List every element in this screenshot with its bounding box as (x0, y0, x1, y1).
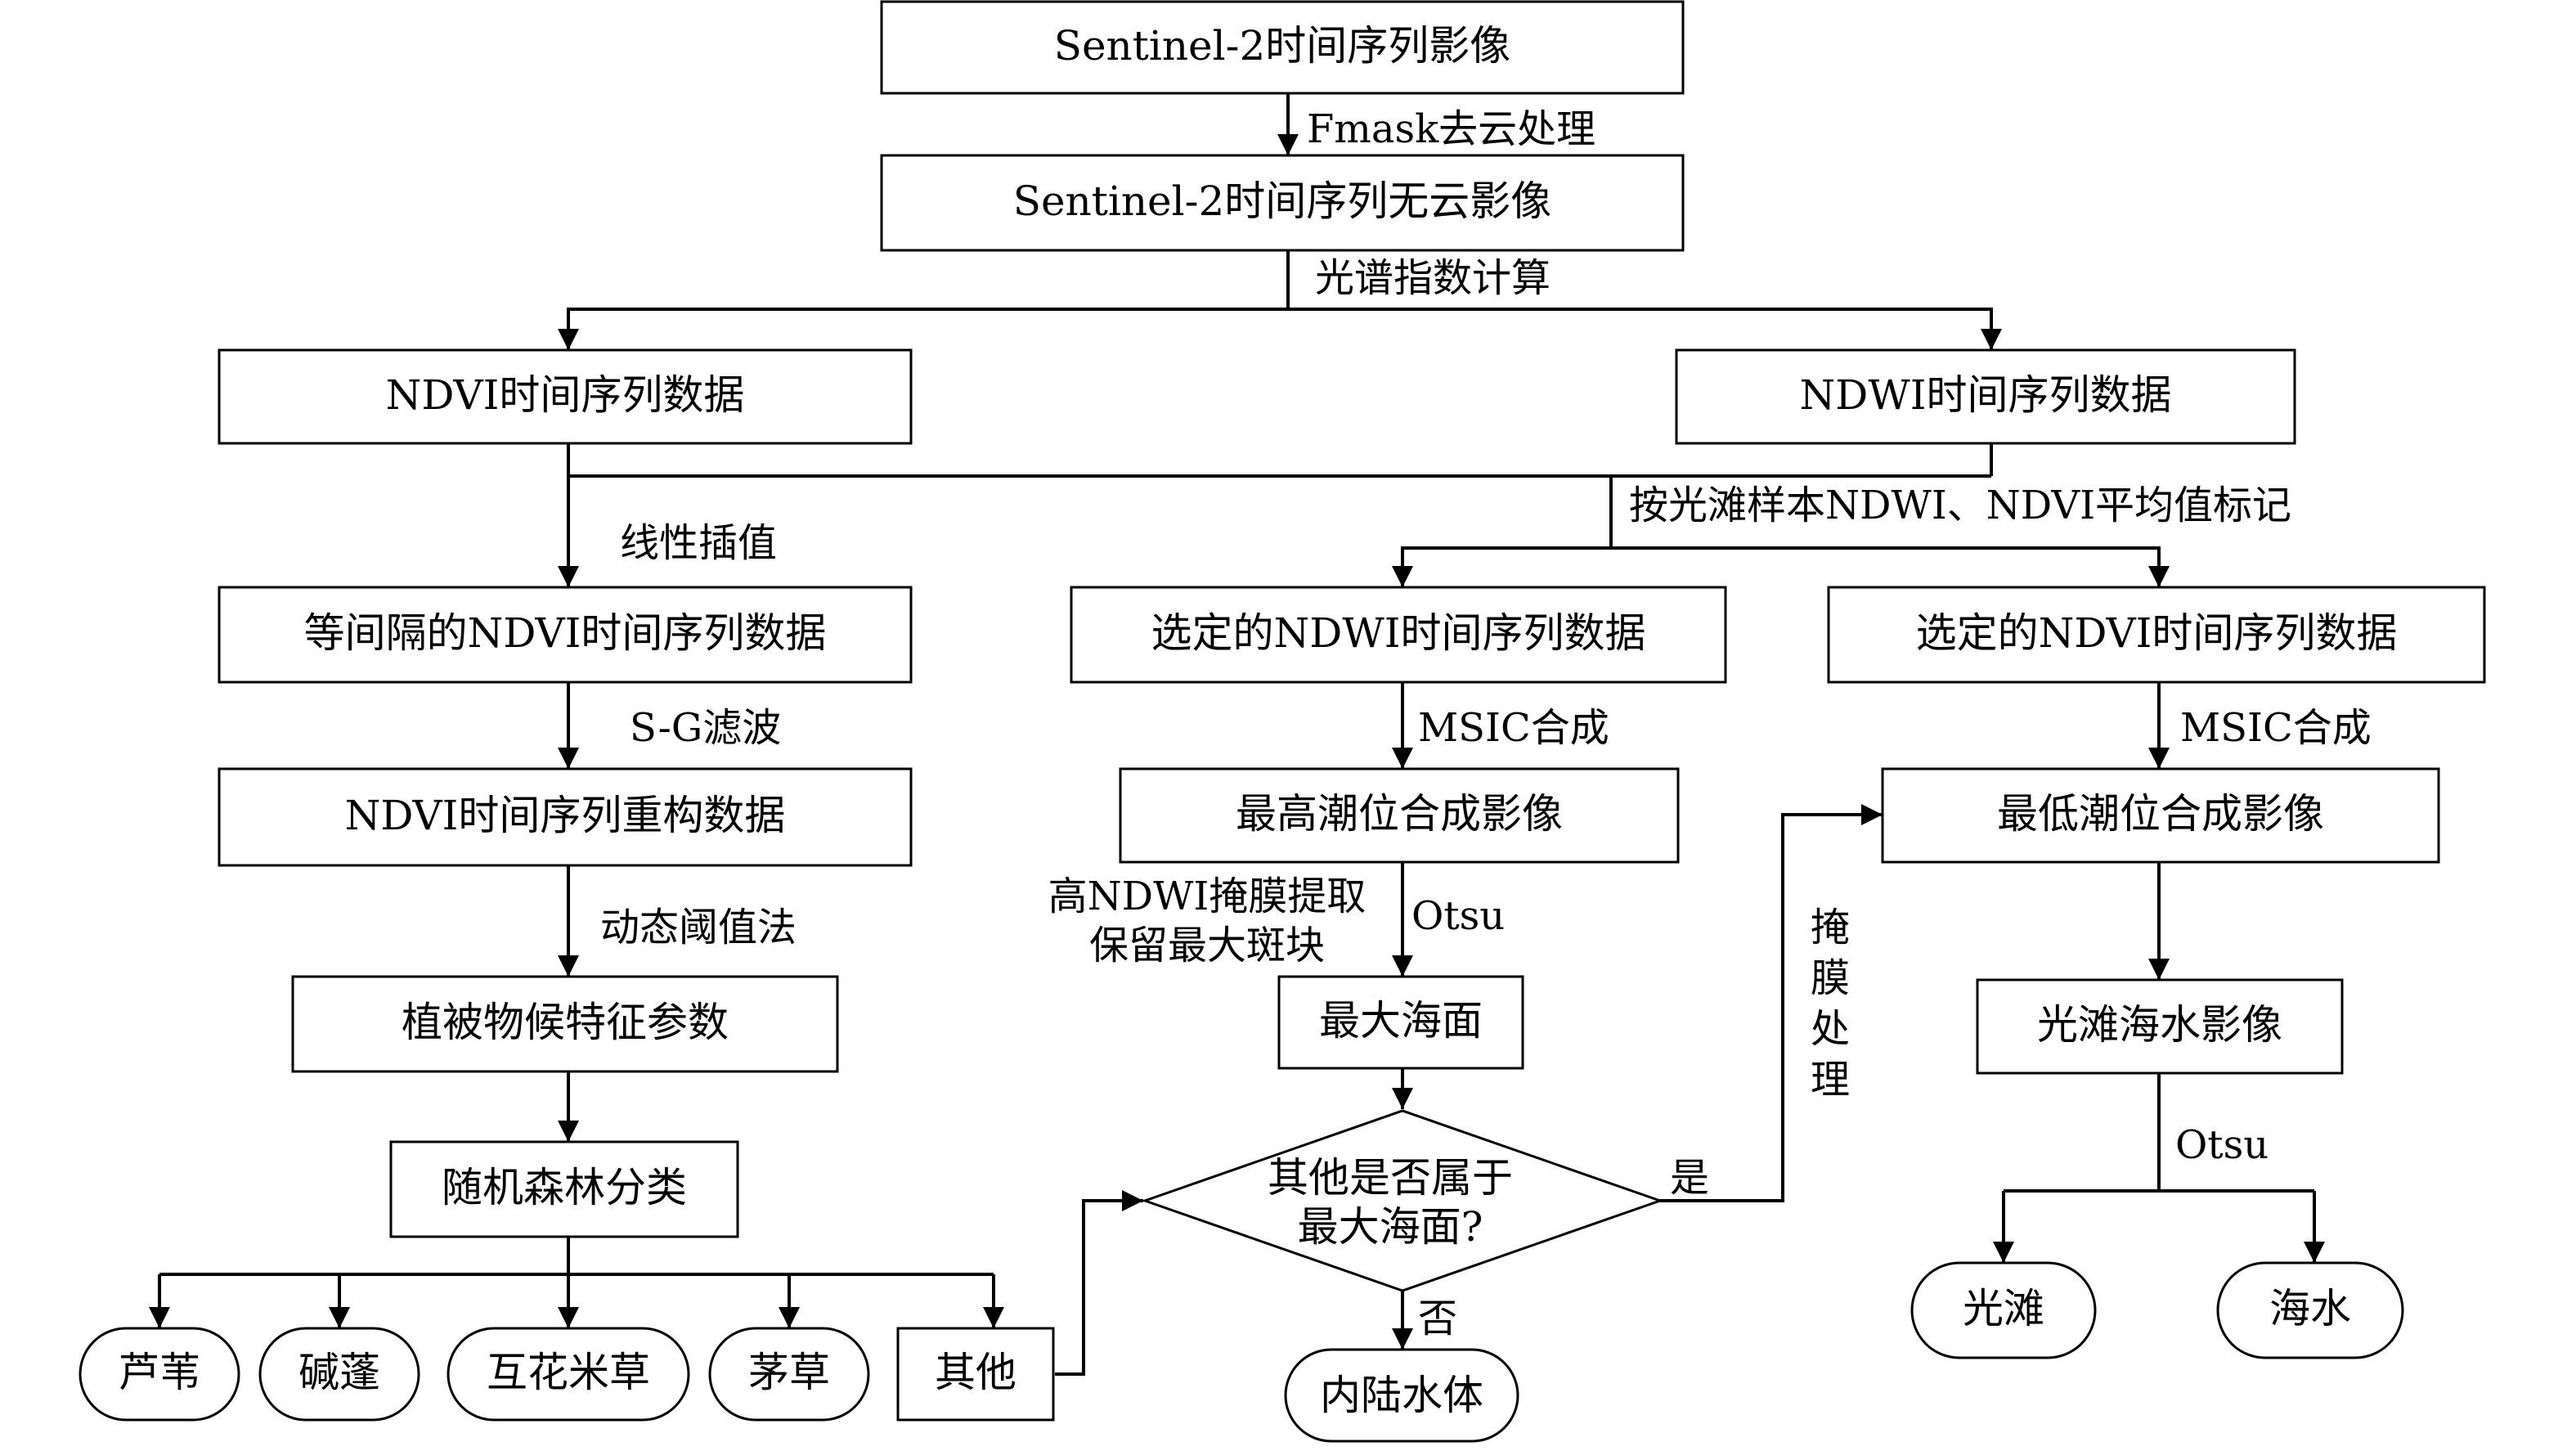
node-class-imperata-box (708, 1327, 870, 1422)
label-fmask: Fmask去云处理 (1307, 106, 1595, 152)
node-selected-ndwi-box (1070, 586, 1727, 684)
node-highest-tide: 最高潮位合成影像 (1236, 790, 1563, 838)
node-flat-sea-image: 光滩海水影像 (2037, 1001, 2282, 1049)
node-flat-sea-image-box (1976, 978, 2344, 1075)
label-yes: 是 (1670, 1155, 1709, 1201)
node-ndwi-series: NDWI时间序列数据 (1800, 371, 2172, 419)
node-class-spartina: 互花米草 (487, 1349, 650, 1396)
label-no: 否 (1418, 1296, 1457, 1341)
label-high-ndwi-mask-2: 保留最大斑块 (1089, 923, 1325, 968)
node-decision-line2: 最大海面? (1298, 1203, 1483, 1251)
node-class-other-box (896, 1327, 1055, 1422)
node-labels: Sentinel-2时间序列影像 Sentinel-2时间序列无云影像 NDVI… (119, 22, 2397, 1419)
label-sg-filter: S-G滤波 (630, 705, 781, 751)
node-class-suaeda-box (258, 1327, 420, 1422)
node-result-flat: 光滩 (1963, 1285, 2044, 1332)
label-msic-ndwi: MSIC合成 (1418, 705, 1609, 751)
label-otsu-left: Otsu (1411, 893, 1505, 939)
node-result-sea: 海水 (2269, 1285, 2351, 1332)
node-inland-water: 内陆水体 (1320, 1372, 1483, 1419)
edges (149, 93, 2325, 1376)
node-phenology-params-box (291, 975, 839, 1073)
node-ndvi-series: NDVI时间序列数据 (386, 371, 745, 419)
node-ndvi-reconstructed-box (218, 767, 913, 867)
node-ndwi-series-box (1675, 348, 2296, 445)
label-mask-process-1: 掩 (1811, 905, 1850, 950)
label-dynamic-threshold: 动态阈值法 (600, 905, 797, 950)
label-linear-interp: 线性插值 (620, 520, 777, 566)
node-ndvi-equal-interval-box (218, 586, 913, 684)
label-high-ndwi-mask-1: 高NDWI掩膜提取 (1048, 874, 1367, 919)
node-class-other: 其他 (935, 1349, 1016, 1396)
label-mask-process-4: 理 (1811, 1057, 1850, 1103)
node-decision-diamond (1141, 1109, 1664, 1292)
node-result-sea-box (2216, 1261, 2404, 1359)
label-msic-ndvi: MSIC合成 (2180, 705, 2372, 751)
node-lowest-tide-box (1881, 767, 2440, 864)
node-highest-tide-box (1119, 767, 1680, 864)
edge-other-to-decision (1055, 1190, 1143, 1376)
node-result-flat-box (1910, 1261, 2097, 1359)
edge-labels: Fmask去云处理 光谱指数计算 按光滩样本NDWI、NDVI平均值标记 线性插… (600, 106, 2372, 1341)
node-phenology-params: 植被物候特征参数 (402, 999, 729, 1046)
node-random-forest-box (389, 1140, 739, 1238)
edge-to-ndwi-series (1288, 308, 2002, 350)
node-inland-water-box (1284, 1348, 1519, 1443)
node-max-sea-box (1277, 975, 1524, 1070)
node-ndvi-equal-interval: 等间隔的NDVI时间序列数据 (304, 609, 827, 657)
node-random-forest: 随机森林分类 (442, 1164, 687, 1211)
node-ndvi-series-box (218, 348, 913, 445)
node-s2-series: Sentinel-2时间序列影像 (1054, 22, 1511, 70)
node-max-sea: 最大海面 (1319, 997, 1483, 1044)
node-class-reed: 芦苇 (119, 1349, 200, 1396)
node-class-suaeda: 碱蓬 (298, 1349, 380, 1396)
edge-to-selected-ndvi (1611, 546, 2170, 587)
node-class-imperata: 茅草 (748, 1349, 830, 1396)
node-class-spartina-box (447, 1327, 690, 1422)
node-decision-line1: 其他是否属于 (1268, 1154, 1513, 1202)
label-flat-sample-mark: 按光滩样本NDWI、NDVI平均值标记 (1629, 483, 2291, 528)
node-selected-ndwi: 选定的NDWI时间序列数据 (1151, 609, 1646, 657)
node-s2-cloudfree-box (880, 154, 1685, 252)
node-selected-ndvi-box (1827, 586, 2486, 684)
node-ndvi-reconstructed: NDVI时间序列重构数据 (345, 792, 786, 839)
label-spectral-index: 光谱指数计算 (1315, 255, 1551, 301)
edge-to-ndvi-series (558, 308, 1288, 350)
edge-decision-yes-to-lowest (1660, 804, 1883, 1202)
node-lowest-tide: 最低潮位合成影像 (1997, 790, 2324, 838)
edge-to-selected-ndwi (1392, 546, 1611, 587)
node-class-reed-box (79, 1327, 240, 1422)
node-shapes (79, 0, 2486, 1443)
label-mask-process-2: 膜 (1811, 955, 1850, 1001)
label-otsu-right: Otsu (2175, 1122, 2269, 1168)
label-mask-process-3: 处 (1811, 1006, 1850, 1052)
node-selected-ndvi: 选定的NDVI时间序列数据 (1916, 609, 2398, 657)
node-s2-series-box (880, 0, 1685, 95)
node-s2-cloudfree: Sentinel-2时间序列无云影像 (1013, 177, 1552, 225)
